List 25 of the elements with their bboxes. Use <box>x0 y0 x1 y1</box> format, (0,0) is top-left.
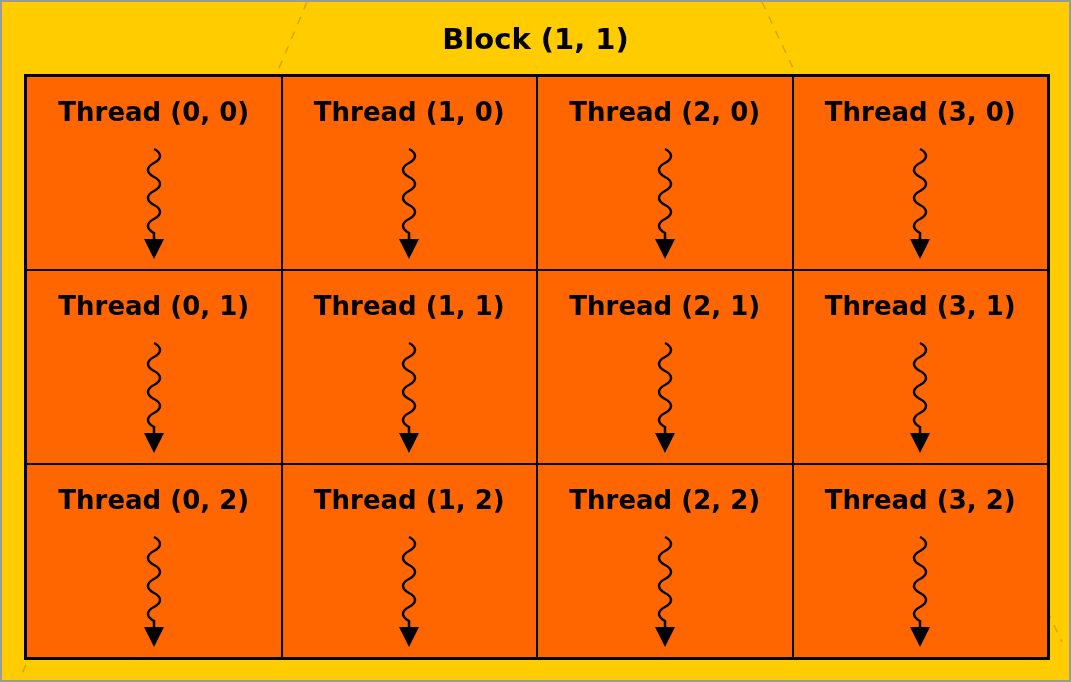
thread-label: Thread (1, 0) <box>312 97 506 127</box>
thread-cell <box>538 77 792 269</box>
thread-cell <box>27 465 281 657</box>
thread-label: Thread (0, 0) <box>57 97 251 127</box>
thread-cell <box>282 271 536 463</box>
thread-label: Thread (0, 2) <box>57 485 251 515</box>
thread-cell <box>282 77 536 269</box>
thread-cell <box>793 77 1047 269</box>
thread-cell <box>793 271 1047 463</box>
thread-label: Thread (1, 2) <box>312 485 506 515</box>
thread-label: Thread (0, 1) <box>57 291 251 321</box>
thread-label: Thread (3, 2) <box>823 485 1017 515</box>
thread-label: Thread (2, 2) <box>568 485 762 515</box>
thread-label: Thread (1, 1) <box>312 291 506 321</box>
thread-label: Thread (2, 1) <box>568 291 762 321</box>
thread-label: Thread (3, 0) <box>823 97 1017 127</box>
block-title: Block (1, 1) <box>441 22 630 56</box>
thread-cell <box>538 465 792 657</box>
thread-cell <box>793 465 1047 657</box>
thread-label: Thread (2, 0) <box>568 97 762 127</box>
thread-cell <box>282 465 536 657</box>
thread-cell <box>27 271 281 463</box>
thread-cell <box>27 77 281 269</box>
thread-cell <box>538 271 792 463</box>
thread-label: Thread (3, 1) <box>823 291 1017 321</box>
